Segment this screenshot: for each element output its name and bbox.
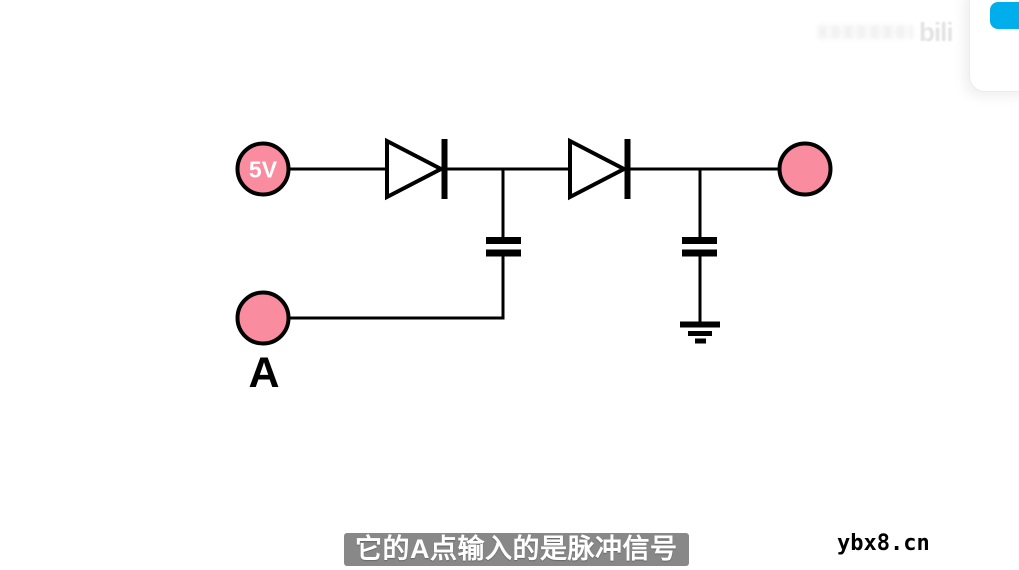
diode2-icon — [568, 137, 631, 201]
input-node-a — [235, 290, 291, 346]
site-watermark: ybx8.cn — [837, 531, 930, 556]
input-node-label: A — [248, 349, 279, 397]
diode1-icon — [385, 137, 448, 201]
capacitor1-icon — [486, 237, 521, 257]
subtitle-bar: 它的A点输入的是脉冲信号 — [344, 533, 689, 566]
source-node-label: 5V — [249, 157, 278, 183]
capacitor2-icon — [682, 237, 717, 257]
player-overlay-button[interactable] — [990, 2, 1019, 29]
output-node — [777, 141, 833, 197]
wires — [290, 167, 779, 323]
source-node-5v: 5V — [235, 141, 291, 197]
ground-icon — [680, 321, 720, 344]
